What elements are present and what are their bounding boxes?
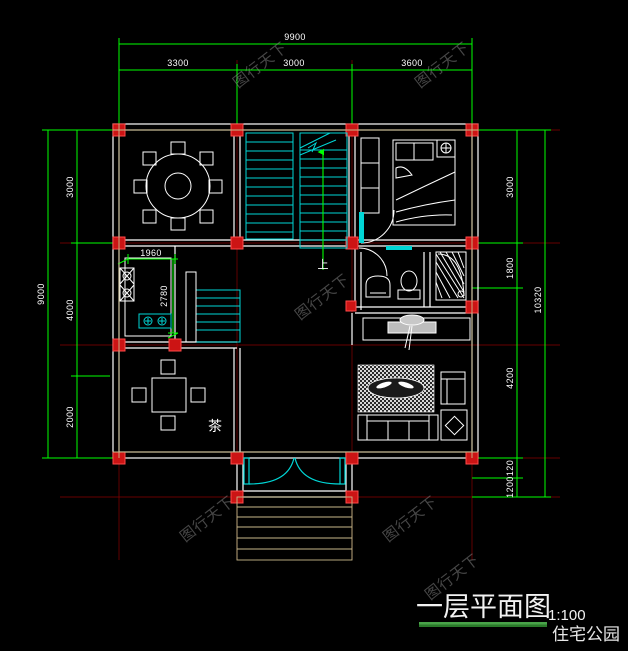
staircase-secondary	[195, 289, 241, 343]
dim-right-overall: 10320	[533, 286, 543, 313]
title-underline	[419, 622, 547, 627]
dim-right-seg-5: 120	[505, 460, 515, 476]
bathroom-door	[358, 246, 412, 277]
staircase-main	[245, 132, 348, 249]
dim-top-seg-2: 3000	[283, 58, 305, 68]
exterior-walls	[112, 123, 479, 498]
brand-label: 住宅公园	[552, 625, 620, 645]
dim-interior-2780: 2780	[159, 285, 169, 307]
title-block: 一层平面图 1:100 住宅公园	[408, 588, 628, 646]
living-room-sofa	[357, 414, 439, 441]
kitchen-furniture	[119, 257, 172, 337]
stair-newel-post	[185, 271, 197, 343]
bedroom-furniture	[360, 137, 456, 226]
dim-right-seg-4: 1200	[505, 476, 515, 498]
tea-room-label: 茶	[208, 419, 222, 435]
tea-room-furniture	[131, 359, 206, 431]
dim-top-seg-1: 3300	[167, 58, 189, 68]
entrance-steps	[236, 496, 353, 561]
tv-cabinet	[362, 314, 471, 351]
kitchen-sink	[138, 313, 172, 329]
axis-grid-lines	[60, 60, 560, 560]
living-room-armchair	[440, 371, 466, 405]
dim-left-overall: 9000	[36, 283, 46, 305]
entrance-double-door	[243, 457, 346, 485]
dimension-chain-left	[42, 129, 125, 459]
dimension-chain-top	[118, 38, 473, 125]
bathroom-fixtures	[365, 251, 467, 301]
dimension-interior-kitchen	[117, 254, 179, 339]
dim-top-seg-3: 3600	[401, 58, 423, 68]
living-room-rug	[357, 364, 435, 413]
dim-right-seg-2: 1800	[505, 257, 515, 279]
dim-interior-1960: 1960	[140, 248, 162, 258]
dim-top-overall: 9900	[284, 32, 306, 42]
window-openings	[113, 124, 478, 458]
drawing-scale: 1:100	[548, 607, 586, 624]
stair-up-label: 上	[318, 258, 329, 271]
drawing-title: 一层平面图	[416, 592, 551, 623]
dim-left-seg-3: 2000	[65, 406, 75, 428]
dim-left-seg-1: 3000	[65, 176, 75, 198]
living-room-side-table	[440, 409, 468, 441]
bedroom-door	[359, 209, 395, 244]
dimension-chain-right	[472, 129, 551, 498]
dim-right-seg-3: 4200	[505, 367, 515, 389]
dining-table-set	[133, 141, 223, 231]
dim-right-seg-1: 3000	[505, 176, 515, 198]
dim-left-seg-2: 4000	[65, 299, 75, 321]
